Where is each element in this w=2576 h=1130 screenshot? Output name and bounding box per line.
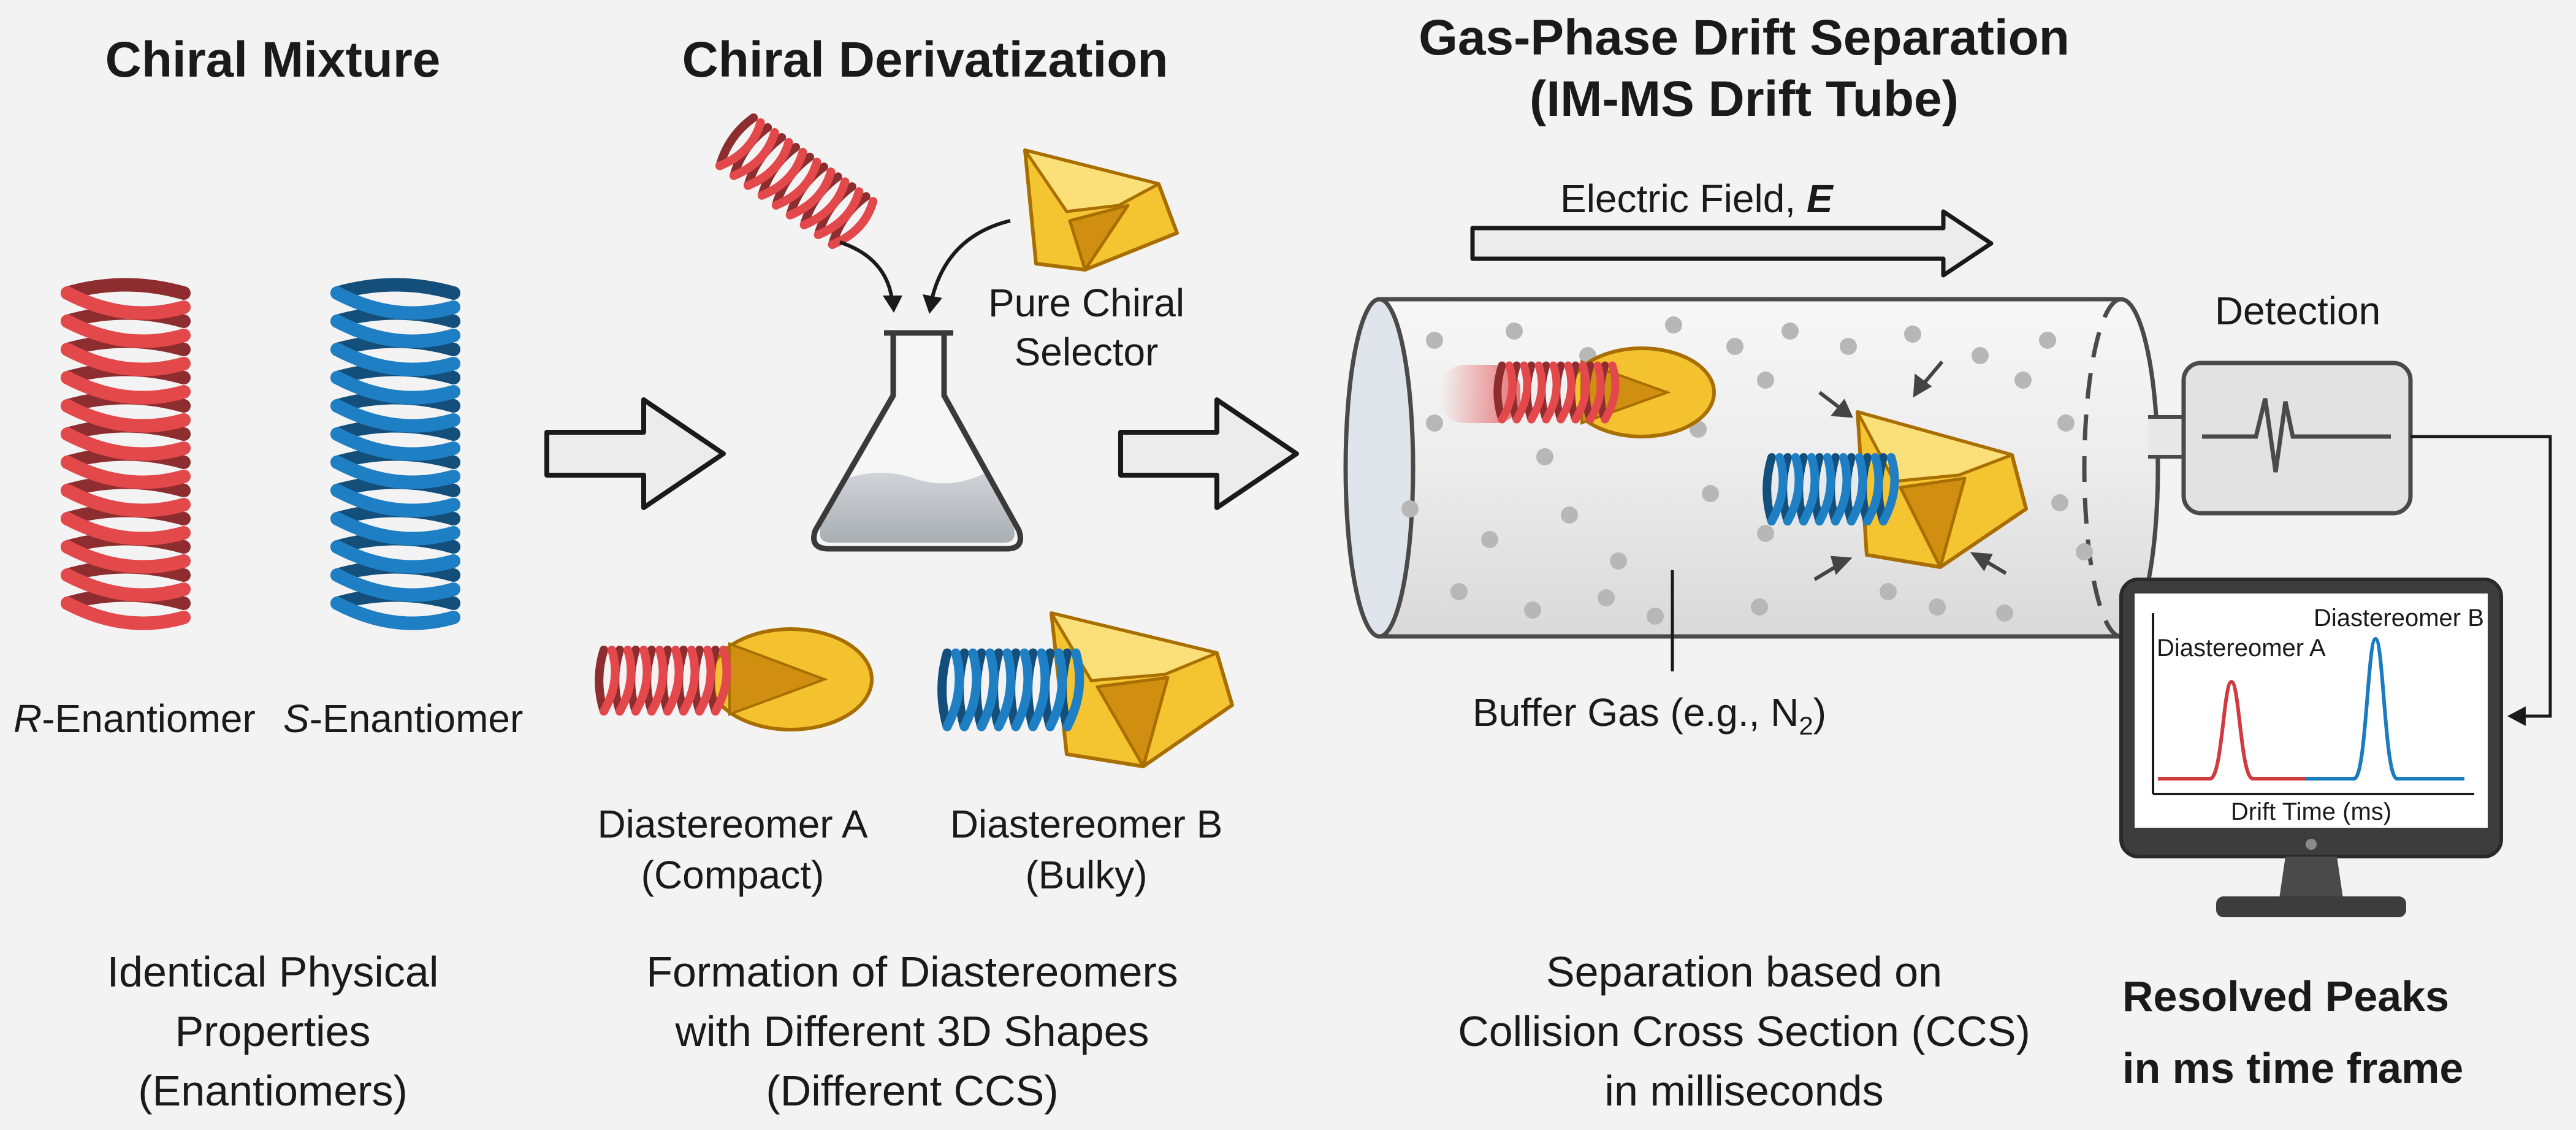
- detection-label: Detection: [2214, 289, 2381, 333]
- selector-wedge: [1023, 148, 1179, 272]
- r-enantiomer-label: R-Enantiomer: [13, 697, 256, 741]
- reagent-arrow-right: [930, 219, 1011, 300]
- selector-label-line1: Pure Chiral: [988, 281, 1185, 325]
- derivatization-caption-line1: Formation of Diastereomers: [646, 948, 1178, 996]
- diastereomer-b-model: [937, 611, 1234, 768]
- separation-caption-line1: Separation based on: [1545, 948, 1943, 996]
- derivatization-caption-line2: with Different 3D Shapes: [675, 1007, 1149, 1055]
- process-arrow-2: [1118, 397, 1299, 510]
- derivatization-title: Chiral Derivatization: [682, 32, 1168, 88]
- separation-title-line2: (IM-MS Drift Tube): [1530, 71, 1959, 127]
- buffer-gas-particles: [1401, 316, 2093, 625]
- peak-b-trace: [2305, 636, 2464, 781]
- separation-title-line1: Gas-Phase Drift Separation: [1419, 10, 2070, 66]
- buffer-gas-label: Buffer Gas (e.g., N2): [1473, 690, 1827, 740]
- diastereomer-b-label: Diastereomer B: [950, 802, 1223, 846]
- derivatization-caption-line3: (Different CCS): [766, 1067, 1059, 1115]
- s-enantiomer-label: S-Enantiomer: [283, 697, 524, 741]
- detection-caption-line2: in ms time frame: [2122, 1044, 2464, 1092]
- diastereomer-a-model: [595, 627, 874, 731]
- detection-caption-line1: Resolved Peaks: [2122, 972, 2450, 1020]
- electric-field-arrow: [1470, 209, 1994, 278]
- reagent-helix: [715, 113, 878, 249]
- electric-field-label: Electric Field, E: [1560, 177, 1833, 221]
- reagent-arrowhead-left: [883, 296, 902, 313]
- monitor-chart: [2152, 613, 2474, 795]
- monitor-peak-b-label: Diastereomer B: [2314, 605, 2484, 632]
- peak-a-trace: [2158, 679, 2305, 781]
- detector-box: [2181, 361, 2413, 516]
- monitor: [2119, 578, 2503, 917]
- diastereomer-b-sublabel: (Bulky): [1025, 853, 1148, 897]
- drifting-diastereomer-b: [1762, 410, 2028, 569]
- flask-icon: [811, 330, 1023, 552]
- separation-caption-line3: in milliseconds: [1604, 1067, 1884, 1115]
- detector-signal-arrowhead: [2507, 706, 2526, 726]
- reagent-arrow-left: [839, 240, 894, 300]
- mixture-caption-line2: Properties: [175, 1007, 371, 1055]
- diastereomer-a-sublabel: (Compact): [641, 853, 825, 897]
- drift-tube: [1343, 297, 2160, 639]
- drifting-diastereomer-a: [1441, 346, 1716, 438]
- process-arrow-1: [544, 397, 726, 510]
- detector-signal-line: [2410, 435, 2552, 718]
- mixture-caption-line3: (Enantiomers): [138, 1067, 408, 1115]
- diastereomer-a-label: Diastereomer A: [597, 802, 868, 846]
- monitor-peak-a-label: Diastereomer A: [2157, 635, 2326, 662]
- s-enantiomer-helix: [330, 278, 460, 630]
- selector-label-line2: Selector: [1014, 330, 1159, 374]
- mixture-title: Chiral Mixture: [105, 32, 441, 88]
- reagent-arrowhead-right: [923, 294, 942, 314]
- collision-arrows: [1813, 361, 2007, 581]
- r-enantiomer-helix: [61, 278, 191, 630]
- monitor-xaxis-label: Drift Time (ms): [2230, 798, 2392, 825]
- mixture-caption-line1: Identical Physical: [107, 948, 439, 996]
- separation-caption-line2: Collision Cross Section (CCS): [1458, 1007, 2030, 1055]
